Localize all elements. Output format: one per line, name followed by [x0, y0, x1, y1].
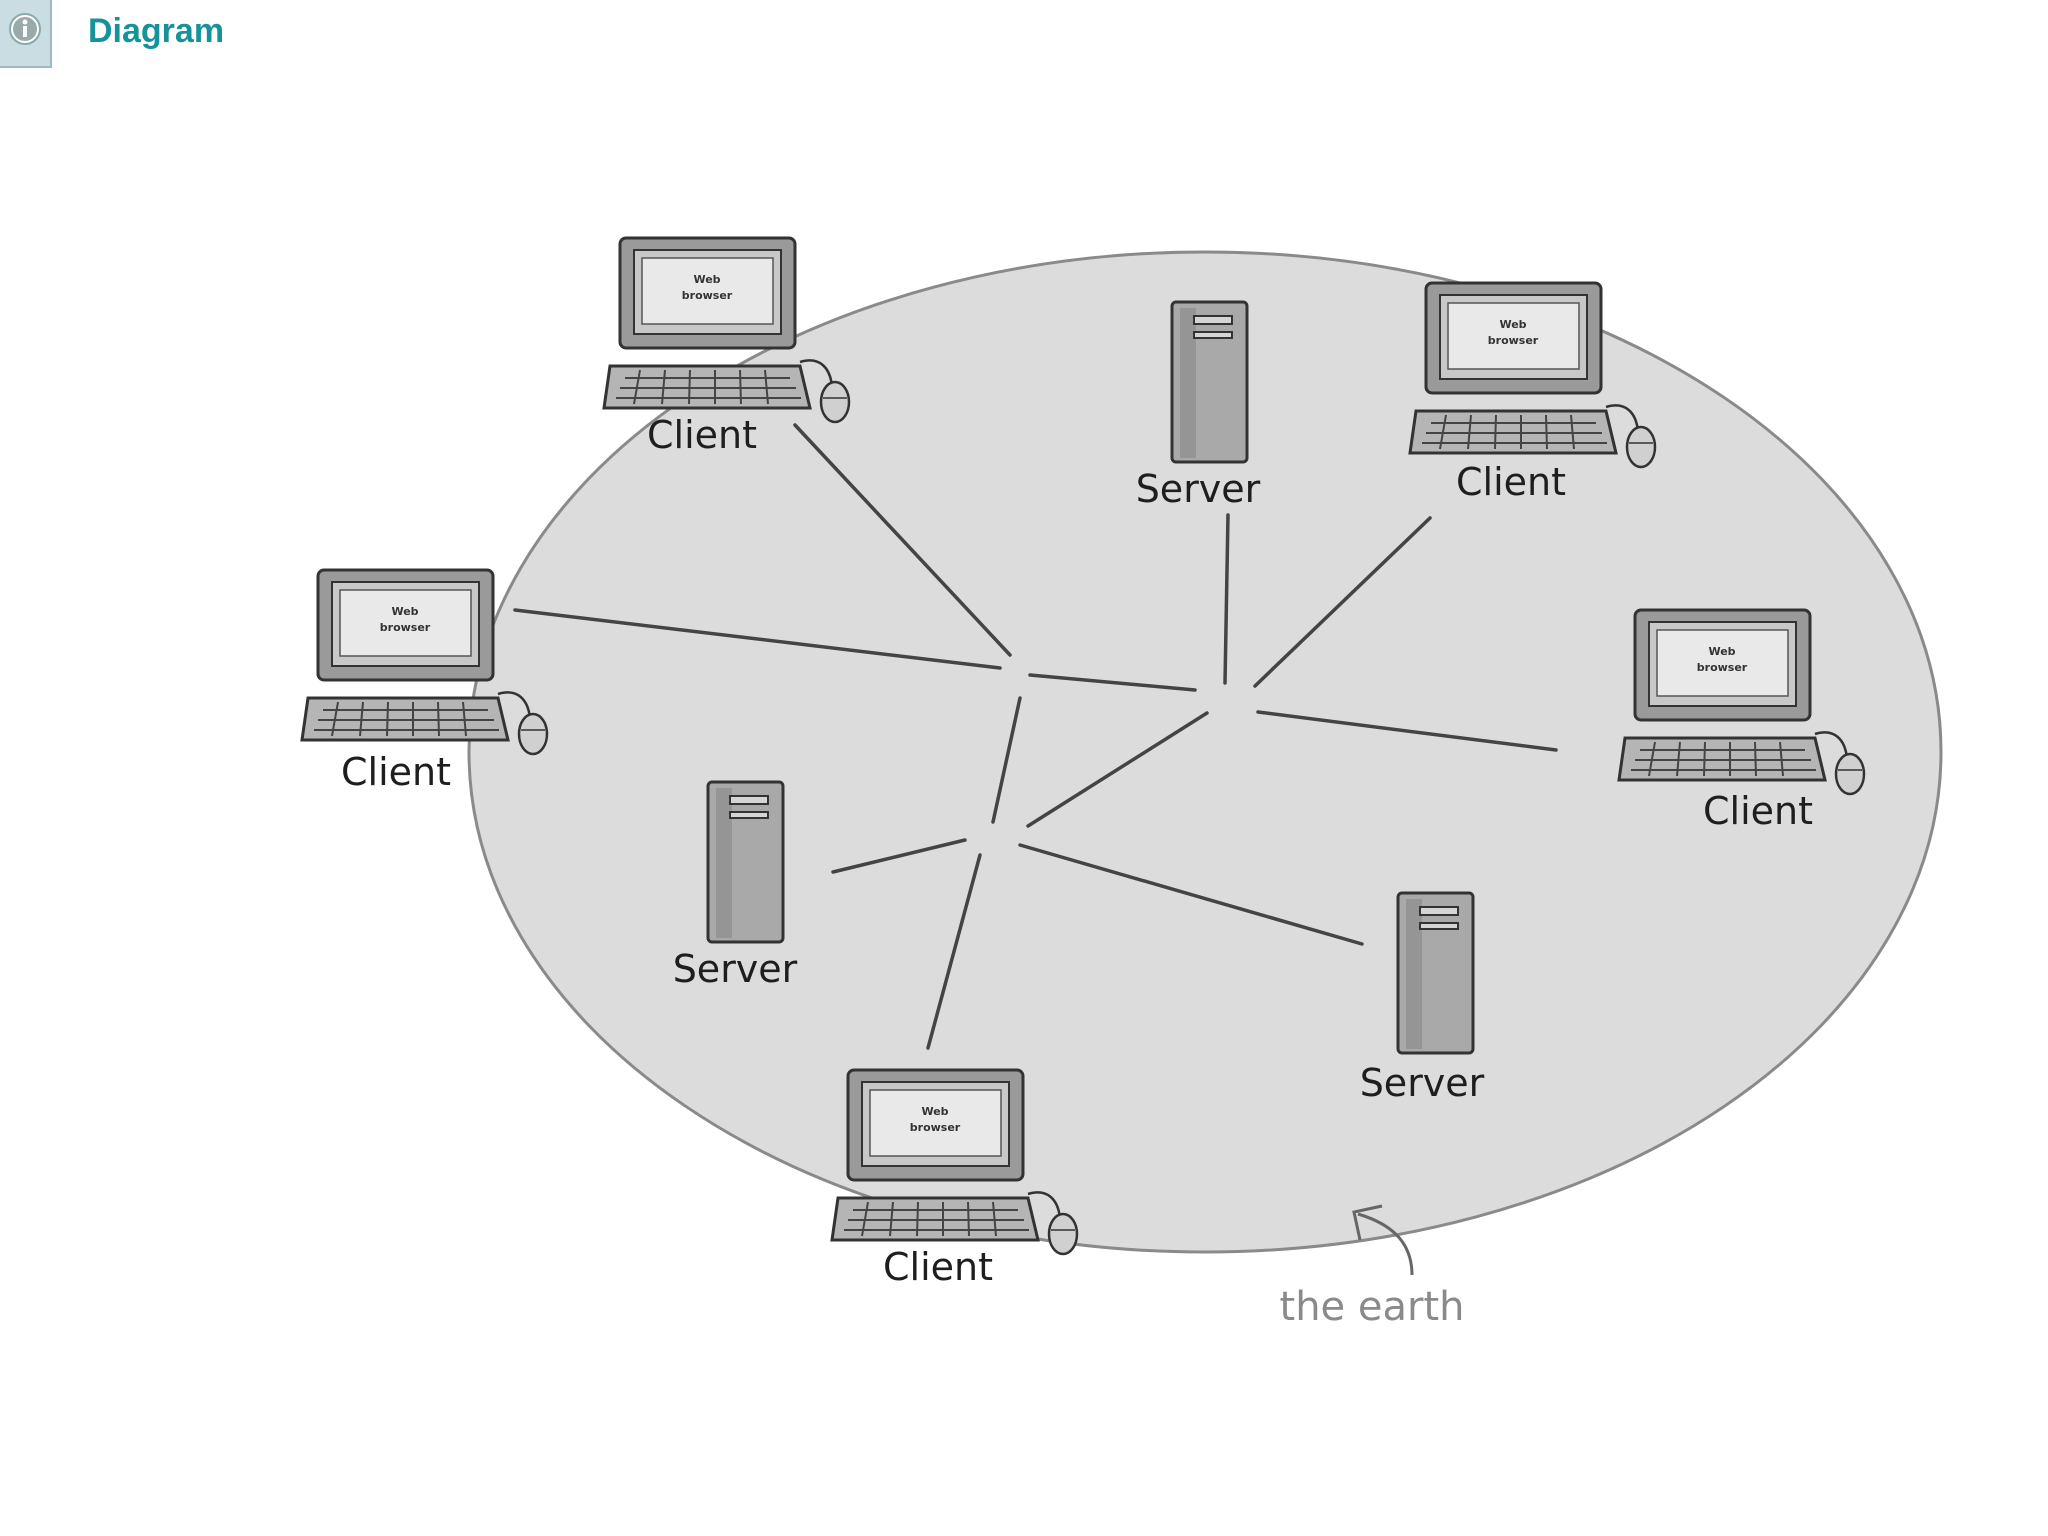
client-left: Web browser Client — [300, 568, 549, 794]
arrow-icon — [1357, 1212, 1414, 1276]
client-label: Client — [341, 750, 451, 794]
client-screen-line2: browser — [682, 289, 733, 302]
client-screen-line2: browser — [910, 1121, 961, 1134]
arrowhead-icon — [1352, 1204, 1383, 1241]
client-screen-line2: browser — [380, 621, 431, 634]
client-top-left: Web browser Client — [602, 236, 851, 457]
server-label: Server — [1136, 467, 1261, 511]
earth-circle — [467, 250, 1943, 1254]
earth-annotation: the earth — [1280, 1204, 1465, 1330]
server-bottom-right: Server — [1360, 891, 1485, 1105]
network-links — [513, 423, 1558, 1050]
client-label: Client — [1456, 460, 1566, 504]
client-screen-line1: Web — [1708, 645, 1735, 658]
earth-label: the earth — [1280, 1284, 1465, 1330]
client-bottom: Web browser Client — [830, 1068, 1079, 1289]
server-left: Server — [673, 780, 798, 991]
client-top-right: Web browser Client — [1408, 281, 1657, 504]
client-label: Client — [647, 413, 757, 457]
server-label: Server — [1360, 1061, 1485, 1105]
client-label: Client — [883, 1245, 993, 1289]
server-label: Server — [673, 947, 798, 991]
client-label: Client — [1703, 789, 1813, 833]
client-screen-line1: Web — [921, 1105, 948, 1118]
page-title: Diagram — [88, 12, 225, 50]
header-bar: Diagram — [0, 0, 2048, 70]
info-icon[interactable] — [0, 0, 52, 68]
server-top: Server — [1136, 300, 1261, 511]
client-screen-line2: browser — [1697, 661, 1748, 674]
client-screen-line2: browser — [1488, 334, 1539, 347]
client-screen-line1: Web — [391, 605, 418, 618]
client-screen-line1: Web — [1499, 318, 1526, 331]
client-right: Web browser Client — [1617, 608, 1866, 833]
client-screen-line1: Web — [693, 273, 720, 286]
